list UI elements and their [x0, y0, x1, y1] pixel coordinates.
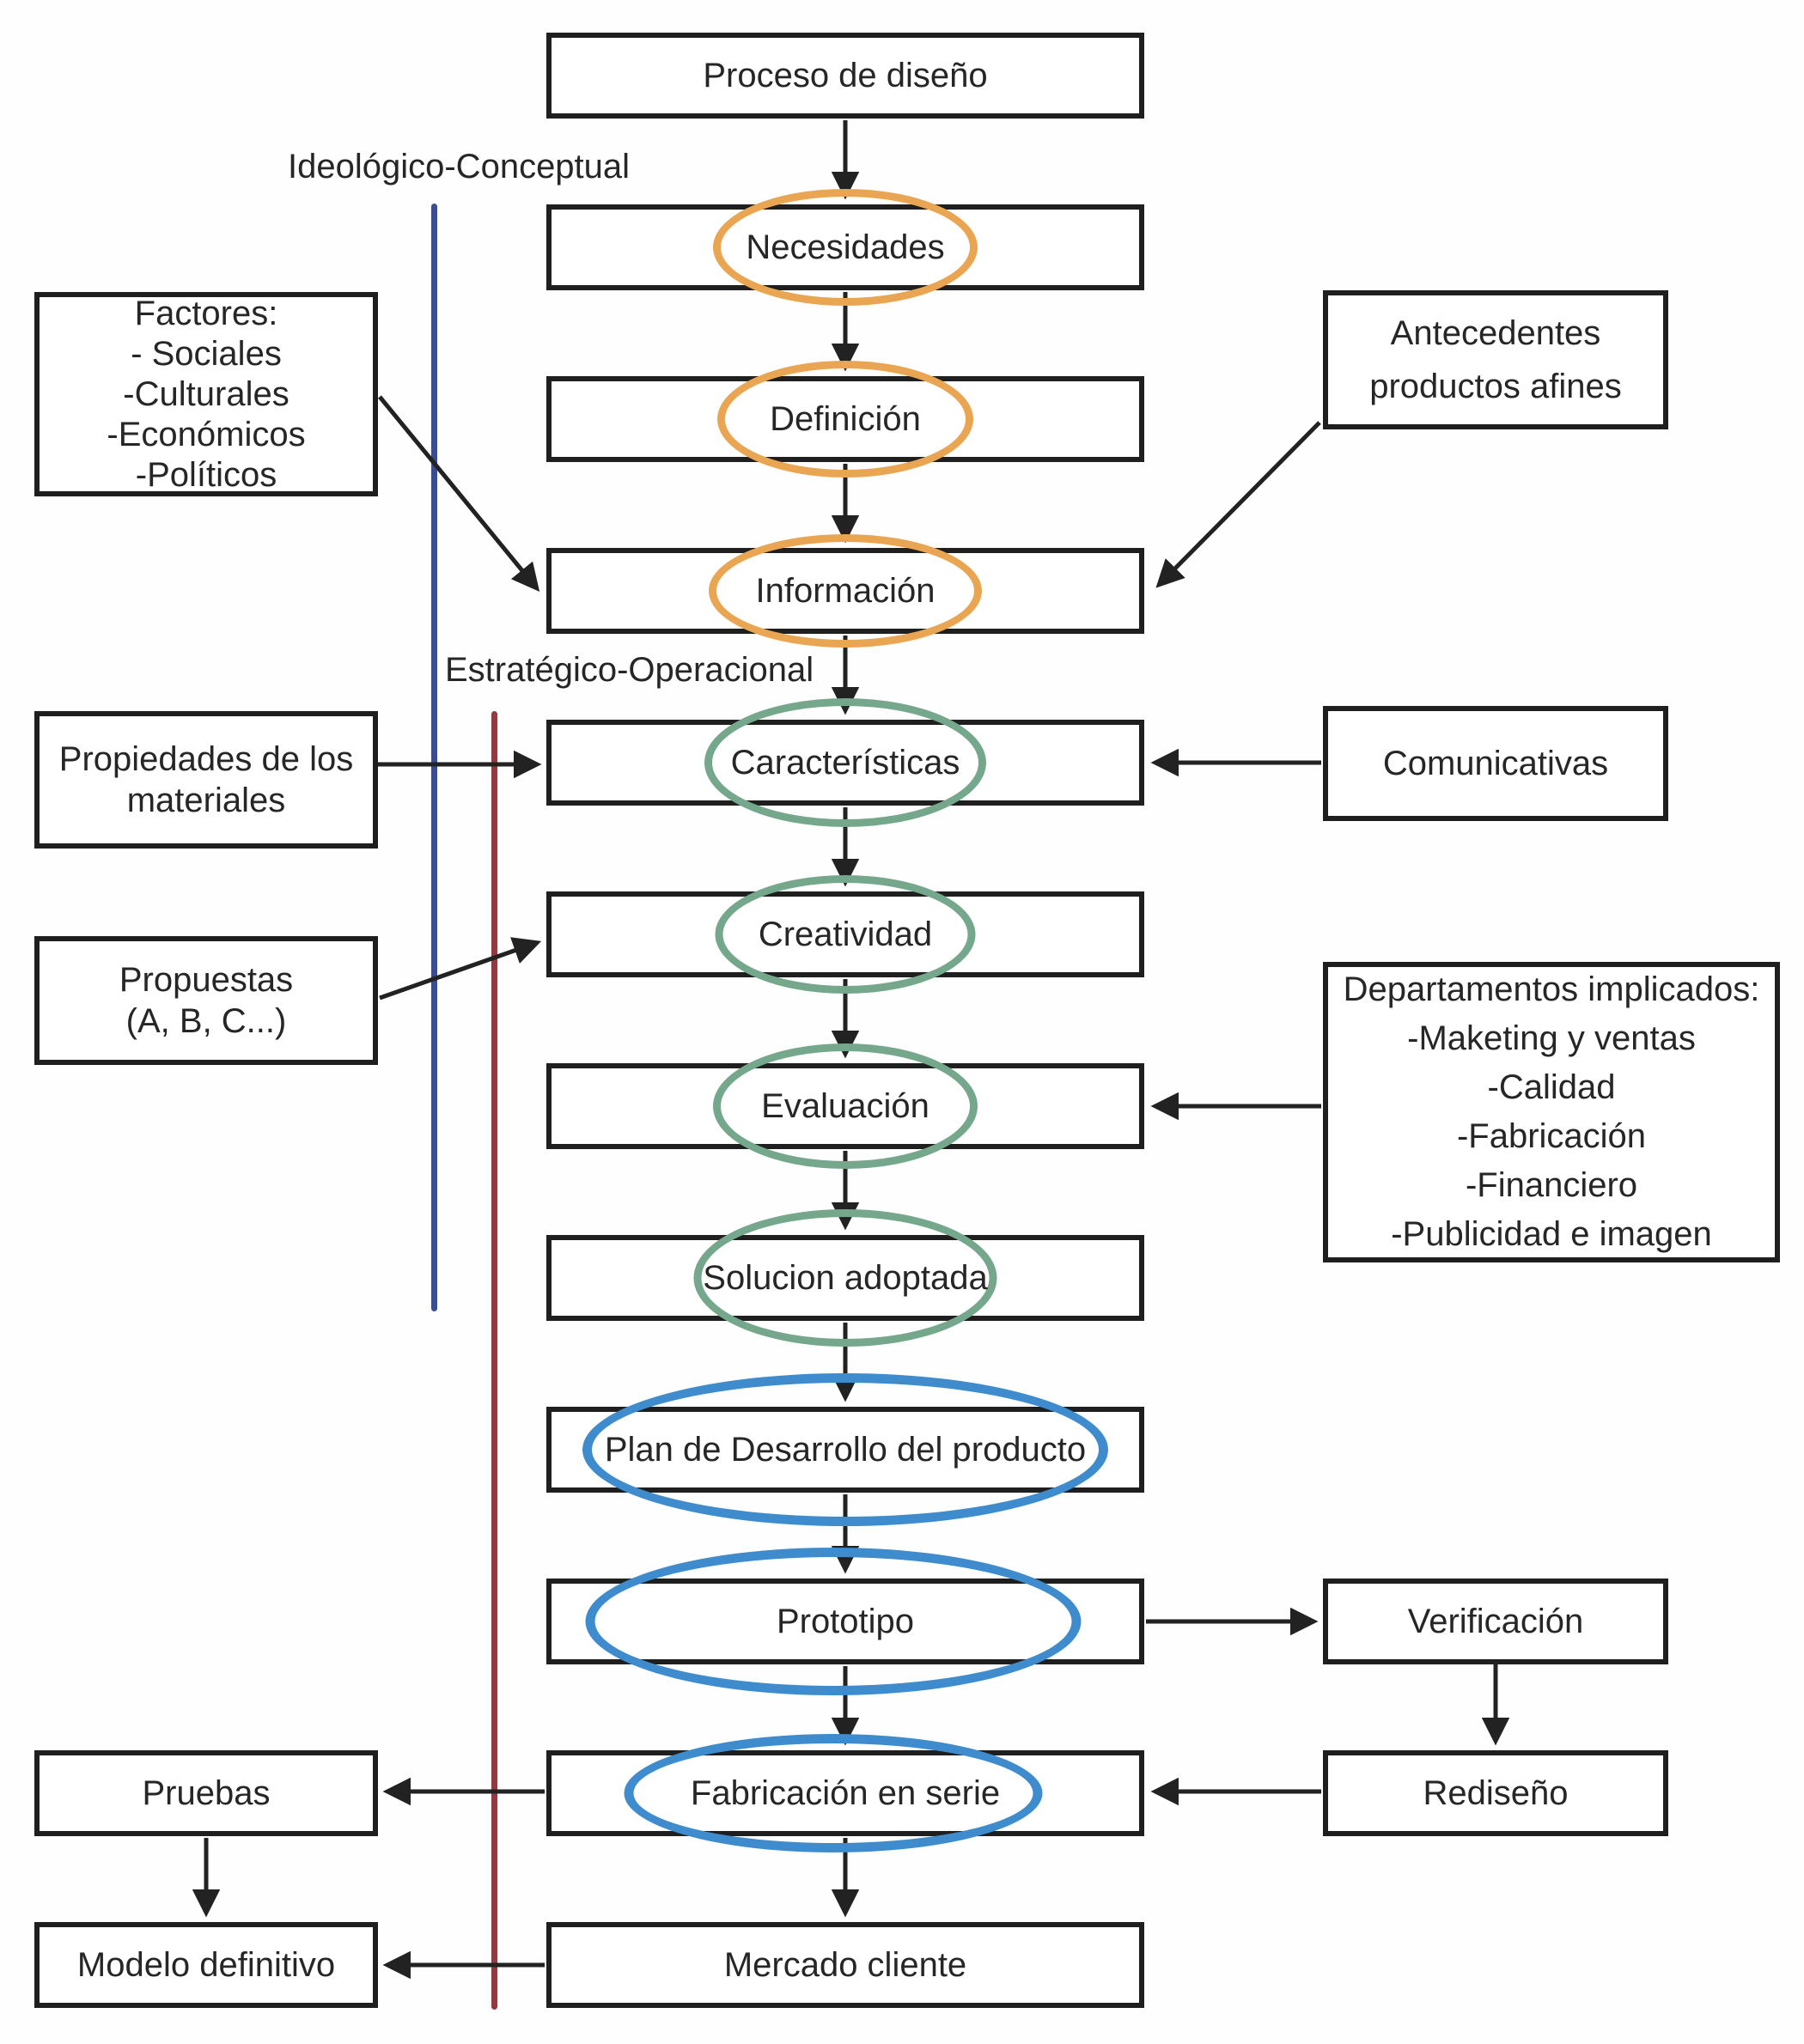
side-box-propiedades-materiales: Propiedades de los materiales [34, 711, 378, 849]
flow-step-label: Características [730, 744, 960, 782]
propiedades-line: materiales [126, 782, 286, 819]
departamentos-line: -Publicidad e imagen [1391, 1215, 1712, 1253]
flow-step-necesidades: Necesidades [546, 189, 1144, 306]
phase-line-estrategico [491, 711, 497, 2010]
side-box-pruebas: Pruebas [34, 1750, 378, 1836]
comunicativas-label: Comunicativas [1382, 745, 1609, 782]
departamentos-line: Departamentos implicados: [1343, 970, 1760, 1008]
side-box-verificacion: Verificación [1323, 1579, 1668, 1664]
flow-step-mercado-cliente: Mercado cliente [546, 1922, 1144, 2008]
propuestas-line: (A, B, C...) [125, 1002, 287, 1040]
flow-step-label: Prototipo [776, 1603, 915, 1640]
antecedentes-line: Antecedentes [1390, 314, 1601, 352]
factores-line: -Políticos [135, 455, 277, 494]
phase-line-ideologico [431, 204, 437, 1311]
antecedentes-line: productos afines [1369, 368, 1622, 405]
flow-step-caracteristicas: Características [546, 698, 1144, 827]
modelo-definitivo-label: Modelo definitivo [76, 1946, 336, 1984]
flow-step-label: Definición [770, 400, 921, 438]
side-arrows [192, 395, 1510, 1980]
phase-label-estrategico-operacional: Estratégico-Operacional [445, 651, 814, 689]
flow-step-label: Información [755, 572, 936, 610]
rediseno-label: Rediseño [1423, 1774, 1569, 1812]
arrow-factores-informacion [378, 395, 540, 593]
flow-step-plan-desarrollo: Plan de Desarrollo del producto [546, 1373, 1144, 1526]
side-box-comunicativas: Comunicativas [1323, 706, 1668, 821]
side-box-factores: Factores: - Sociales -Culturales -Económ… [34, 292, 378, 496]
pruebas-label: Pruebas [142, 1774, 271, 1812]
flow-step-label: Evaluación [761, 1087, 929, 1125]
flow-step-label: Plan de Desarrollo del producto [604, 1431, 1087, 1469]
side-box-propuestas: Propuestas (A, B, C...) [34, 936, 378, 1065]
departamentos-line: -Financiero [1465, 1166, 1638, 1204]
flow-step-prototipo: Prototipo [546, 1548, 1144, 1695]
propuestas-line: Propuestas [119, 961, 294, 999]
factores-line: -Culturales [123, 374, 289, 413]
arrow-antecedentes-informacion [1155, 421, 1321, 588]
flow-step-creatividad: Creatividad [546, 875, 1144, 994]
factores-line: - Sociales [131, 334, 282, 373]
factores-line: Factores: [134, 294, 278, 332]
flow-step-label: Mercado cliente [723, 1946, 967, 1984]
flow-step-proceso-de-diseno: Proceso de diseño [546, 33, 1144, 119]
side-box-antecedentes: Antecedentes productos afines [1323, 290, 1668, 429]
verificacion-label: Verificación [1407, 1603, 1584, 1640]
arrow-propuestas-creatividad [379, 937, 542, 1001]
departamentos-line: -Calidad [1487, 1068, 1616, 1106]
flow-step-label: Necesidades [746, 228, 945, 266]
departamentos-line: -Maketing y ventas [1407, 1019, 1696, 1057]
flow-step-fabricacion-en-serie: Fabricación en serie [546, 1734, 1144, 1852]
flow-step-definicion: Definición [546, 361, 1144, 478]
flow-step-label: Fabricación en serie [690, 1774, 1001, 1812]
phase-label-ideologico-conceptual: Ideológico-Conceptual [288, 148, 631, 186]
factores-line: -Económicos [107, 415, 306, 453]
side-box-modelo-definitivo: Modelo definitivo [34, 1922, 378, 2008]
flow-step-label: Solucion adoptada [703, 1259, 988, 1297]
propiedades-line: Propiedades de los [58, 740, 354, 778]
flow-step-label: Proceso de diseño [703, 57, 988, 94]
side-box-rediseno: Rediseño [1323, 1750, 1668, 1836]
flow-step-informacion: Información [546, 534, 1144, 648]
side-box-departamentos: Departamentos implicados: -Maketing y ve… [1323, 962, 1780, 1262]
departamentos-line: -Fabricación [1456, 1117, 1647, 1155]
flow-step-label: Creatividad [758, 916, 933, 953]
